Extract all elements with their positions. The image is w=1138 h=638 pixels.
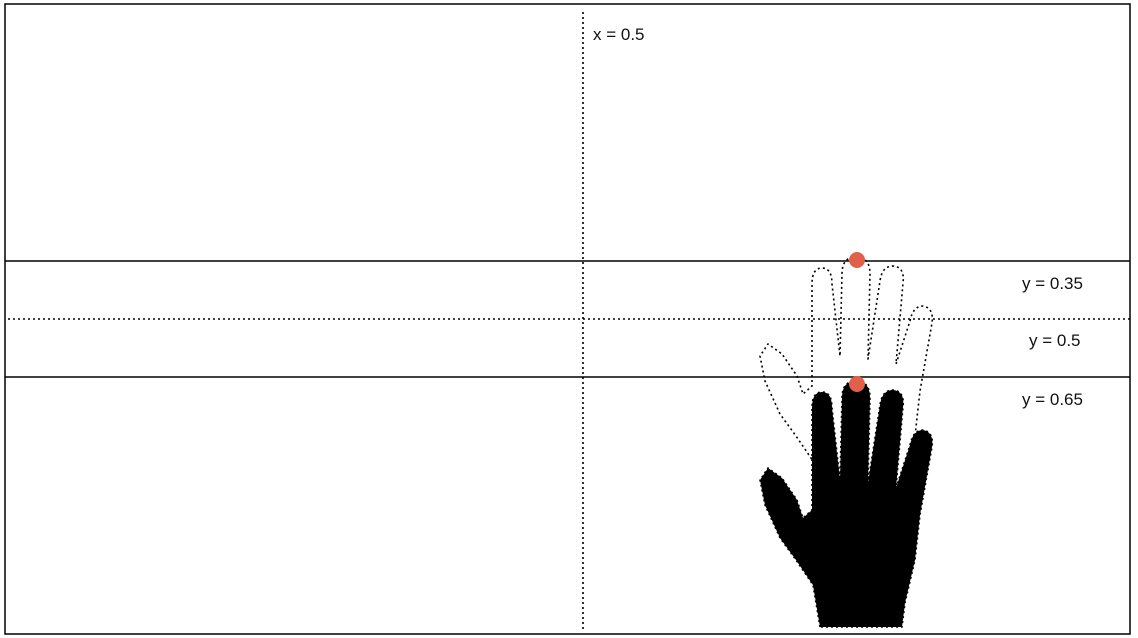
hand-silhouette <box>759 380 934 628</box>
fingertip-marker-lower <box>849 376 865 392</box>
label-y-065: y = 0.65 <box>1022 390 1083 409</box>
label-y-050: y = 0.5 <box>1029 331 1081 350</box>
hand-outline-ghost <box>759 256 934 504</box>
label-x-050: x = 0.5 <box>593 25 645 44</box>
label-y-035: y = 0.35 <box>1022 274 1083 293</box>
fingertip-marker-upper <box>849 252 865 268</box>
